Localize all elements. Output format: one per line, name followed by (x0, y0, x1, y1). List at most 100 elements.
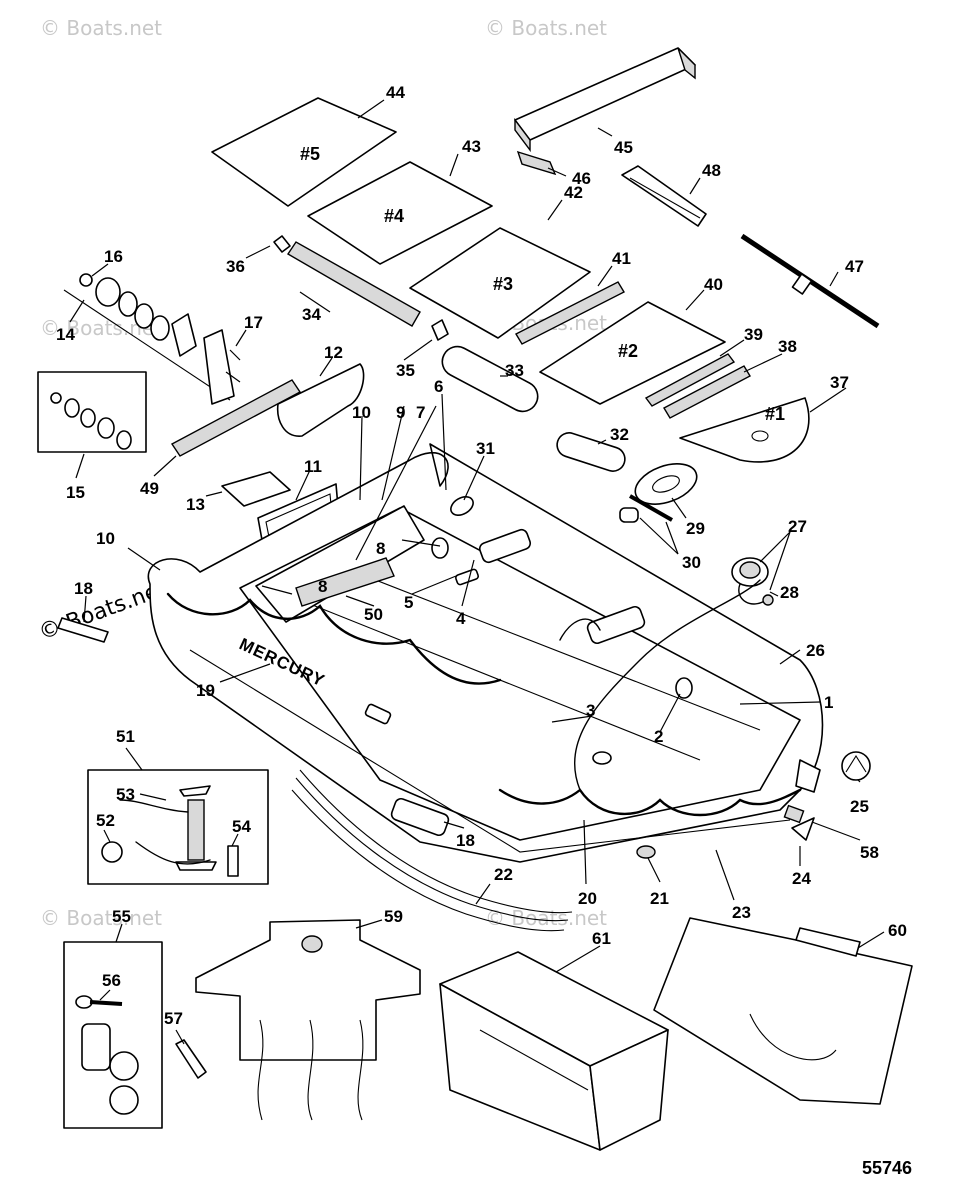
callout-33: 33 (505, 361, 524, 380)
callout-31: 31 (476, 439, 495, 458)
callout-57: 57 (164, 1009, 183, 1028)
callout-47: 47 (845, 257, 864, 276)
callout-9: 9 (396, 403, 405, 422)
callout-34: 34 (302, 305, 321, 324)
floor-board-2: #2 (539, 301, 726, 405)
callout-53: 53 (116, 785, 135, 804)
callout-56: 56 (102, 971, 121, 990)
callout-48: 48 (702, 161, 721, 180)
callout-12: 12 (324, 343, 343, 362)
callout-50: 50 (364, 605, 383, 624)
callout-10-lower: 10 (96, 529, 115, 548)
callout-59: 59 (384, 907, 403, 926)
board-1-label: #1 (765, 404, 785, 424)
callout-27: 27 (788, 517, 807, 536)
bracket-13 (221, 471, 291, 507)
strip-49 (170, 379, 302, 457)
callout-20: 20 (578, 889, 597, 908)
pad-32 (556, 432, 626, 472)
leader-lines (69, 99, 885, 1045)
oar-assembly (621, 165, 880, 329)
logo-decal-25 (841, 751, 871, 781)
callout-51: 51 (116, 727, 135, 746)
callout-25: 25 (850, 797, 869, 816)
callout-15: 15 (66, 483, 85, 502)
repair-kit-box-55 (63, 941, 163, 1129)
callout-32: 32 (610, 425, 629, 444)
rub-strip-22 (291, 769, 573, 932)
callout-49: 49 (140, 479, 159, 498)
rail-39 (644, 353, 736, 407)
callout-52: 52 (96, 811, 115, 830)
callout-39: 39 (744, 325, 763, 344)
callout-29: 29 (686, 519, 705, 538)
pump-kit-box-51 (87, 769, 269, 885)
floor-board-4: #4 (307, 161, 493, 265)
seat-45 (514, 47, 696, 153)
board-4-label: #4 (384, 206, 404, 226)
pin-18 (57, 617, 109, 643)
bag-12 (276, 363, 365, 437)
callout-58: 58 (860, 843, 879, 862)
figure-number: 55746 (862, 1158, 912, 1178)
watermark: © Boats.net (485, 906, 607, 930)
callout-1: 1 (824, 693, 833, 712)
callout-10-upper: 10 (352, 403, 371, 422)
callout-41: 41 (612, 249, 631, 268)
callout-28: 28 (780, 583, 799, 602)
callout-5: 5 (404, 593, 413, 612)
bag-61 (439, 951, 669, 1151)
callout-36: 36 (226, 257, 245, 276)
callout-44: 44 (386, 83, 405, 102)
board-5-label: #5 (300, 144, 320, 164)
callout-61: 61 (592, 929, 611, 948)
floor-board-1: #1 (679, 397, 810, 463)
callout-8-lower: 8 (318, 577, 327, 596)
callout-14: 14 (56, 325, 75, 344)
callout-2: 2 (654, 727, 663, 746)
floor-board-3: #3 (409, 227, 591, 339)
callout-4: 4 (456, 609, 466, 628)
pins-30 (619, 494, 673, 523)
callout-43: 43 (462, 137, 481, 156)
callout-54: 54 (232, 817, 251, 836)
callout-55: 55 (112, 907, 131, 926)
watermark: © Boats.net (485, 16, 607, 40)
callout-30: 30 (682, 553, 701, 572)
tube-57 (175, 1039, 207, 1079)
callout-42: 42 (564, 183, 583, 202)
oarlock-assembly-14 (63, 273, 241, 405)
callout-19: 19 (196, 681, 215, 700)
kit-box-15 (37, 371, 147, 453)
callout-11: 11 (304, 457, 322, 476)
callout-40: 40 (704, 275, 723, 294)
callout-22: 22 (494, 865, 513, 884)
callout-45: 45 (614, 138, 633, 157)
board-2-label: #2 (618, 341, 638, 361)
handle-18 (390, 797, 450, 837)
watermark: © Boats.net (40, 906, 162, 930)
callout-26: 26 (806, 641, 825, 660)
callout-7: 7 (416, 403, 425, 422)
handle-29 (634, 463, 698, 505)
callout-35: 35 (396, 361, 415, 380)
callout-16: 16 (104, 247, 123, 266)
callout-24: 24 (792, 869, 811, 888)
rail-41 (515, 281, 625, 345)
inflatable-boat-hull: MERCURY (147, 443, 824, 863)
callout-21: 21 (650, 889, 669, 908)
valve-27 (731, 557, 774, 606)
callout-8-upper: 8 (376, 539, 385, 558)
strap-46 (516, 150, 557, 176)
floor-board-5: #5 (211, 97, 397, 207)
callout-46: 46 (572, 169, 591, 188)
callout-17: 17 (244, 313, 263, 332)
callout-60: 60 (888, 921, 907, 940)
rail-38 (663, 365, 751, 419)
callout-18-lower: 18 (456, 831, 475, 850)
callout-6: 6 (434, 377, 443, 396)
keel-board-34 (273, 235, 449, 341)
callout-23: 23 (732, 903, 751, 922)
pad-33 (441, 345, 539, 413)
